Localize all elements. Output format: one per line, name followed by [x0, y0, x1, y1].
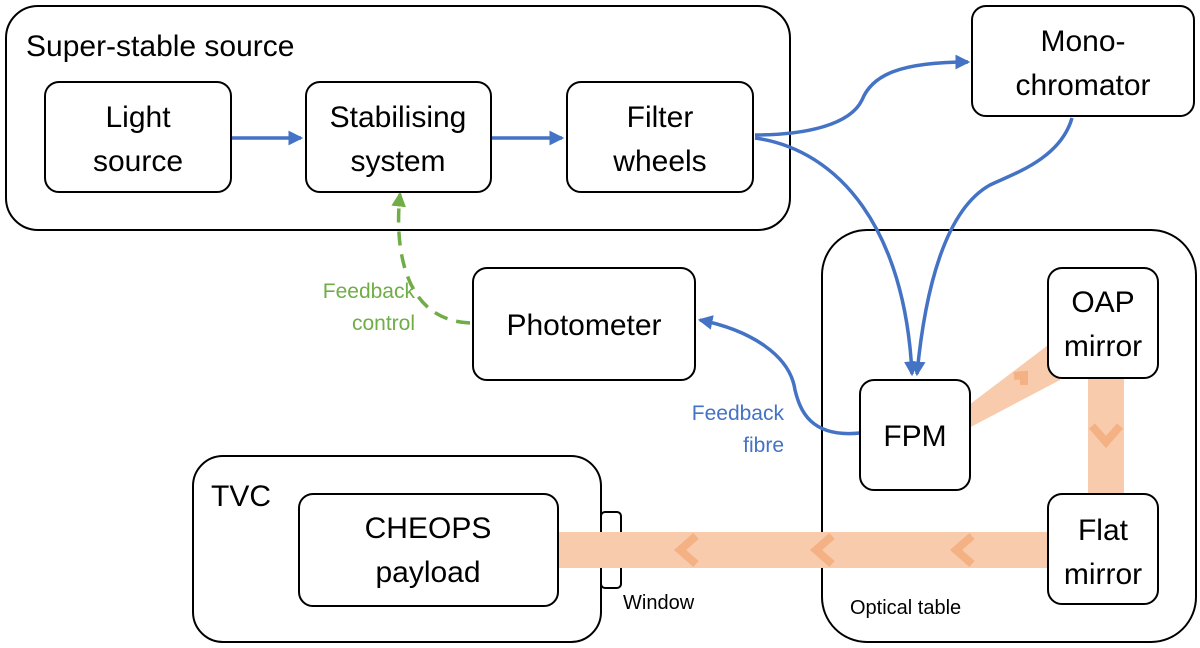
cheops-payload-box: CHEOPS payload	[298, 493, 559, 607]
stabilising-system-label-1: Stabilising	[330, 101, 467, 134]
feedback-control-label-1: Feedback	[323, 280, 416, 303]
light-source-box: Light source	[44, 81, 232, 193]
flat-mirror-label-2: mirror	[1064, 558, 1142, 591]
flat-mirror-box: Flat mirror	[1047, 493, 1159, 605]
flat-mirror-label-1: Flat	[1078, 514, 1129, 547]
photometer-box: Photometer	[472, 267, 696, 381]
cheops-payload-label-1: CHEOPS	[365, 512, 492, 545]
monochromator-label-2: chromator	[1015, 69, 1150, 102]
arrow-monochromator-to-fpm	[910, 117, 1074, 377]
tvc-title: TVC	[211, 480, 271, 513]
flow-arrows	[231, 54, 1074, 436]
arrow-fpm-to-photometer	[697, 315, 861, 436]
filter-wheels-label-2: wheels	[612, 145, 706, 178]
oap-mirror-label-1: OAP	[1071, 286, 1134, 319]
stabilising-system-label-2: system	[350, 145, 445, 178]
fpm-label: FPM	[883, 420, 946, 453]
oap-mirror-box: OAP mirror	[1047, 267, 1159, 379]
super-stable-source-title: Super-stable source	[26, 30, 294, 63]
monochromator-label-1: Mono-	[1040, 25, 1125, 58]
optical-table-label: Optical table	[850, 597, 961, 619]
light-source-label-1: Light	[105, 101, 171, 134]
feedback-control-arrow	[391, 191, 471, 325]
beam-chevron	[949, 532, 975, 568]
stabilising-system-box: Stabilising system	[305, 81, 492, 193]
beam-flat-to-payload	[556, 532, 1050, 568]
beam-fpm-to-oap	[965, 336, 1060, 430]
optical-beam	[556, 336, 1124, 568]
feedback-fibre-label-2: fibre	[743, 434, 784, 457]
fpm-box: FPM	[859, 379, 971, 491]
feedback-fibre-label-1: Feedback	[692, 402, 785, 425]
cheops-payload-label-2: payload	[375, 556, 480, 589]
filter-wheels-box: Filter wheels	[566, 81, 754, 193]
beam-chevron	[809, 532, 835, 568]
beam-chevron	[1013, 370, 1028, 385]
light-source-label-2: source	[93, 145, 183, 178]
beam-chevron	[673, 532, 699, 568]
feedback-control-label-2: control	[352, 312, 415, 335]
filter-wheels-label-1: Filter	[627, 101, 694, 134]
photometer-label: Photometer	[506, 309, 661, 342]
window-label: Window	[623, 592, 695, 614]
oap-mirror-label-2: mirror	[1064, 330, 1142, 363]
arrow-filter-to-monochromator	[754, 54, 971, 137]
monochromator-box: Mono- chromator	[971, 5, 1195, 117]
arrow-filter-to-fpm	[754, 136, 919, 377]
beam-chevron	[1088, 423, 1124, 449]
